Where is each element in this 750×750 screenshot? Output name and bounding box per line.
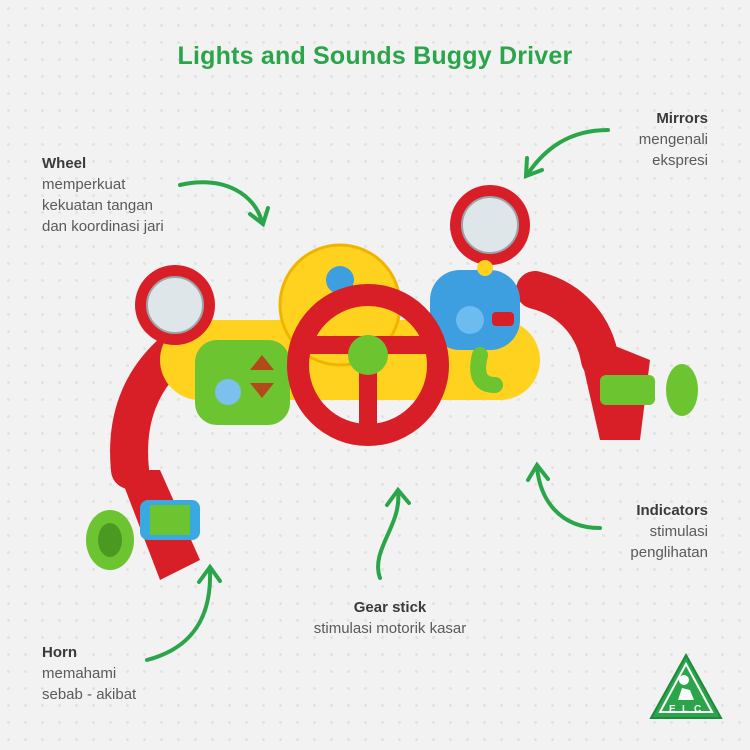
right-clamp: [516, 271, 698, 440]
callout-line: ekspresi: [652, 152, 708, 169]
callout-line: sebab - akibat: [42, 686, 137, 703]
callout-line: mengenali: [638, 131, 708, 148]
indicator-panel: [430, 260, 520, 393]
callout-heading: Gear stick: [353, 599, 427, 616]
arrow-mirrors: [523, 128, 610, 179]
callout-line: memperkuat: [42, 176, 126, 193]
left-mirror: [135, 265, 215, 360]
callout-indicators: Indicators stimulasi penglihatan: [630, 500, 708, 563]
callout-line: kekuatan tangan: [42, 197, 153, 214]
callout-heading: Indicators: [636, 502, 708, 519]
horn-panel: [195, 340, 290, 425]
callout-line: memahami: [42, 665, 117, 682]
right-mirror: [450, 185, 530, 265]
callout-gear: Gear stick stimulasi motorik kasar: [290, 597, 490, 639]
callout-mirrors: Mirrors mengenali ekspresi: [639, 108, 708, 171]
callout-heading: Wheel: [42, 155, 87, 172]
steering-wheel: [287, 284, 449, 446]
logo-letter: L: [682, 704, 688, 715]
callout-line: stimulasi: [649, 523, 708, 540]
arrow-wheel: [178, 180, 270, 228]
callout-wheel: Wheel memperkuat kekuatan tangan dan koo…: [42, 153, 164, 237]
callout-line: penglihatan: [630, 544, 708, 561]
page-title: Lights and Sounds Buggy Driver: [177, 42, 573, 70]
callout-line: stimulasi motorik kasar: [313, 620, 467, 637]
arrow-gear: [376, 486, 411, 580]
logo-letter: C: [694, 704, 701, 715]
elc-logo-icon: E L C: [649, 652, 723, 719]
callout-line: dan koordinasi jari: [42, 218, 164, 235]
callout-horn: Horn memahami sebab - akibat: [42, 642, 136, 705]
callout-heading: Horn: [42, 644, 77, 661]
arrow-horn: [145, 563, 222, 662]
arrow-indicators: [526, 461, 602, 530]
callout-heading: Mirrors: [656, 110, 708, 127]
logo-letter: E: [669, 704, 676, 715]
